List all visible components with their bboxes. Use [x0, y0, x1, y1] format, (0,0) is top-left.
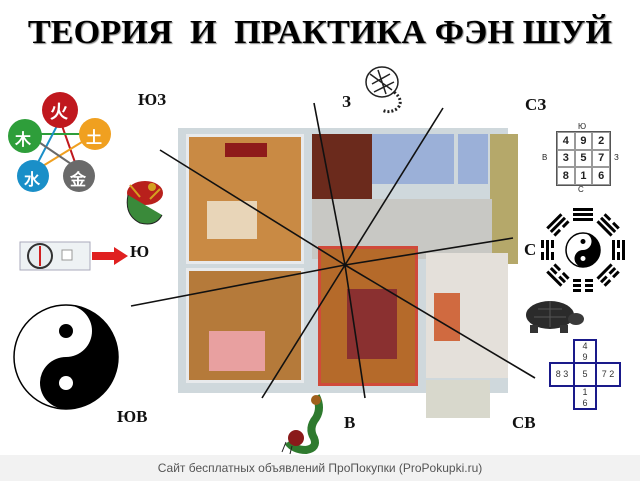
bedroom-top-left — [186, 134, 304, 264]
tiger-icon — [365, 66, 402, 114]
loshu-cell: 1 — [574, 167, 593, 185]
label-west: З — [342, 92, 351, 111]
label-northwest: СЗ — [525, 95, 547, 114]
loshu-cell: 7 — [592, 149, 610, 168]
cross-center: 5 — [573, 362, 597, 387]
bagua-icon — [541, 208, 625, 292]
loshu-bottom-label: С — [578, 185, 584, 194]
bedroom-bottom-left — [186, 268, 304, 383]
label-north: С — [524, 240, 537, 259]
label-northeast: СВ — [512, 413, 536, 432]
water-glyph: 水 — [24, 172, 41, 189]
cross-left: 8 3 — [549, 362, 575, 387]
metal-glyph: 金 — [70, 172, 87, 189]
lo-shu-grid: 4 9 2 3 5 7 8 1 6 — [556, 131, 611, 186]
turtle-icon — [526, 301, 584, 333]
label-east: В — [344, 413, 356, 432]
footer-text: Сайт бесплатных объявлений ПроПокупки (P… — [157, 461, 483, 475]
earth-glyph: 土 — [86, 130, 103, 147]
label-southeast: ЮВ — [117, 407, 148, 426]
label-south: Ю — [130, 242, 150, 261]
kitchen — [426, 253, 508, 378]
cross-right: 7 2 — [595, 362, 621, 387]
loshu-cell: 5 — [574, 149, 593, 168]
hall-right — [490, 134, 518, 264]
wardrobe — [312, 134, 372, 199]
loshu-cell: 9 — [574, 132, 593, 150]
living-room — [318, 246, 418, 386]
loshu-left-label: В — [542, 153, 548, 162]
loshu-cell: 8 — [557, 167, 575, 185]
bathroom — [372, 134, 454, 184]
dragon-icon — [281, 394, 323, 455]
loshu-right-label: З — [614, 153, 619, 162]
loshu-cell: 4 — [557, 132, 575, 150]
cross-diagram: 4 9 8 3 5 7 2 1 6 — [549, 339, 621, 411]
loshu-cell: 6 — [592, 167, 610, 185]
page-title: ТЕОРИЯ И ПРАКТИКА ФЭН ШУЙ — [27, 14, 613, 51]
arrow-right-icon — [92, 247, 128, 265]
cross-top: 4 9 — [573, 339, 597, 364]
wood-glyph: 木 — [15, 132, 32, 149]
footer-bar: Сайт бесплатных объявлений ПроПокупки (P… — [0, 455, 640, 481]
fire-glyph: 火 — [50, 102, 68, 122]
label-southwest: ЮЗ — [138, 90, 167, 109]
floor-plan — [178, 128, 518, 418]
compass-icon — [19, 241, 91, 271]
balcony — [426, 380, 490, 418]
cross-bottom: 1 6 — [573, 385, 597, 410]
yin-yang-icon — [13, 304, 119, 410]
toilet — [458, 134, 488, 184]
loshu-cell: 2 — [592, 132, 610, 150]
phoenix-icon — [126, 181, 163, 225]
loshu-top-label: Ю — [578, 122, 587, 131]
loshu-cell: 3 — [557, 149, 575, 168]
five-elements-icon — [8, 92, 111, 192]
